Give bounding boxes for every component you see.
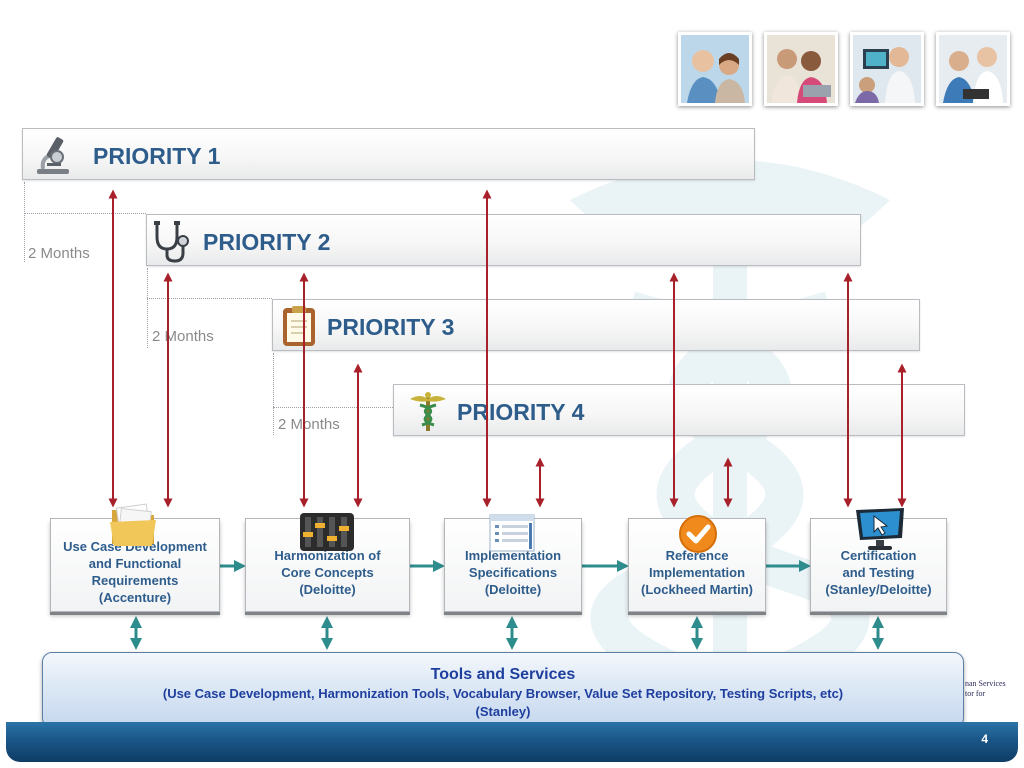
equalizer-icon <box>300 513 354 551</box>
monitor-cursor-icon <box>856 508 904 550</box>
timeline-guide <box>147 268 148 348</box>
timeline-guide <box>273 407 393 408</box>
photo-doctor-patient <box>936 32 1010 106</box>
timeline-guide <box>24 213 146 214</box>
priority-3-banner: PRIORITY 3 <box>272 299 920 351</box>
folder-icon <box>110 503 156 546</box>
caduceus-icon <box>410 392 446 431</box>
interval-label: 2 Months <box>28 245 90 262</box>
photo-nurse-patient <box>678 32 752 106</box>
process-step-label: Reference Implementation (Lockheed Marti… <box>641 547 753 597</box>
priority-label: PRIORITY 1 <box>93 143 221 169</box>
clipboard-icon <box>283 306 315 346</box>
microscope-icon <box>37 137 69 174</box>
photo-doctor-monitor <box>850 32 924 106</box>
process-step-label: Implementation Specifications (Deloitte) <box>464 547 562 597</box>
tools-title: Tools and Services <box>430 666 576 683</box>
tools-detail: (Use Case Development, Harmonization Too… <box>162 686 844 701</box>
priority-label: PRIORITY 2 <box>203 229 331 255</box>
tools-provider: (Stanley) <box>475 704 531 719</box>
document-list-icon <box>489 514 535 552</box>
timeline-guide <box>273 353 274 435</box>
page-number: 4 <box>981 732 988 746</box>
process-step-label: Certification and Testing (Stanley/Deloi… <box>825 547 932 597</box>
photo-woman-laptop <box>764 32 838 106</box>
interval-label: 2 Months <box>278 416 340 433</box>
process-step-label: Harmonization of Core Concepts (Deloitte… <box>274 547 381 597</box>
timeline-guide <box>24 182 25 262</box>
side-text: nan Services <box>965 679 1006 688</box>
checkmark-icon <box>679 515 717 553</box>
tools-and-services-panel: Tools and Services (Use Case Development… <box>42 652 964 728</box>
priority-4-banner: PRIORITY 4 <box>393 384 965 436</box>
priority-label: PRIORITY 3 <box>327 314 455 340</box>
priority-label: PRIORITY 4 <box>457 399 585 425</box>
stethoscope-icon <box>154 221 189 263</box>
priority-2-banner: PRIORITY 2 <box>146 214 861 266</box>
priority-1-banner: PRIORITY 1 <box>22 128 755 180</box>
footer-bar: 4 <box>6 722 1018 762</box>
interval-label: 2 Months <box>152 328 214 345</box>
process-step-label: Use Case Development and Functional Requ… <box>63 539 207 605</box>
timeline-guide <box>147 298 272 299</box>
side-text: tor for <box>965 689 986 698</box>
process-step-use-case: Use Case Development and Functional Requ… <box>50 518 220 612</box>
